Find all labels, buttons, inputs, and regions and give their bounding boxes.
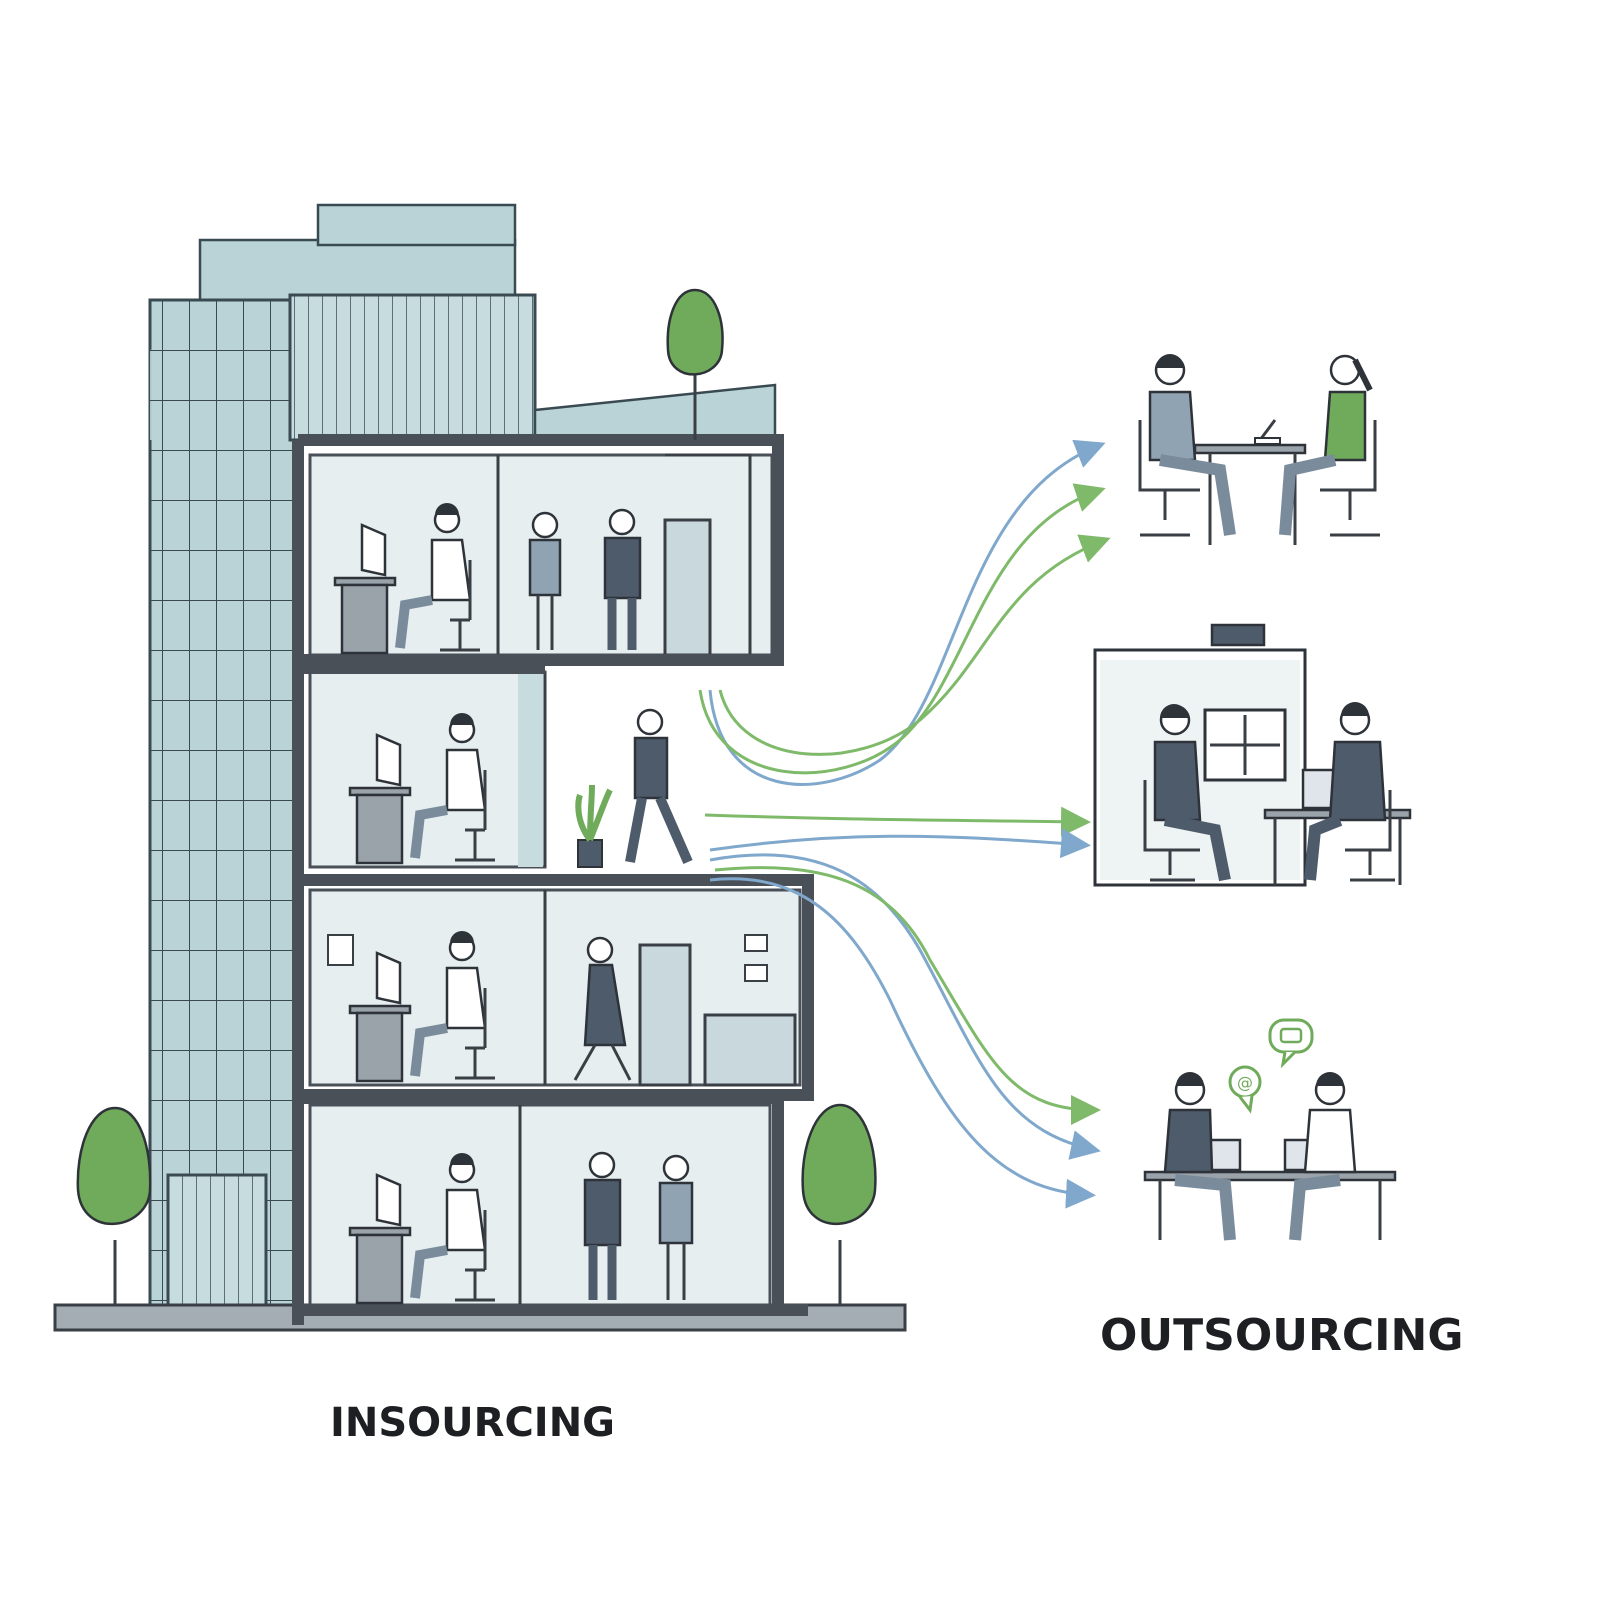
chat-bubble-icon [1268, 1018, 1314, 1069]
remote-team-meeting [1138, 354, 1380, 545]
standing-people [528, 508, 694, 1300]
chat-bubble-icon: @ [1228, 1065, 1262, 1114]
plant-icon [575, 784, 613, 868]
outsourcing-label: OUTSOURCING [1100, 1310, 1464, 1361]
tree-icon [76, 1106, 152, 1305]
tree-icon [666, 288, 724, 440]
svg-text:@: @ [1237, 1073, 1253, 1092]
flow-arrows [698, 439, 1111, 1209]
desk-worker [333, 503, 480, 655]
insourcing-label: INSOURCING [330, 1400, 615, 1446]
remote-office-workers [1093, 623, 1412, 887]
tree-icon [801, 1103, 877, 1305]
remote-collaboration: @ [1143, 1018, 1397, 1241]
